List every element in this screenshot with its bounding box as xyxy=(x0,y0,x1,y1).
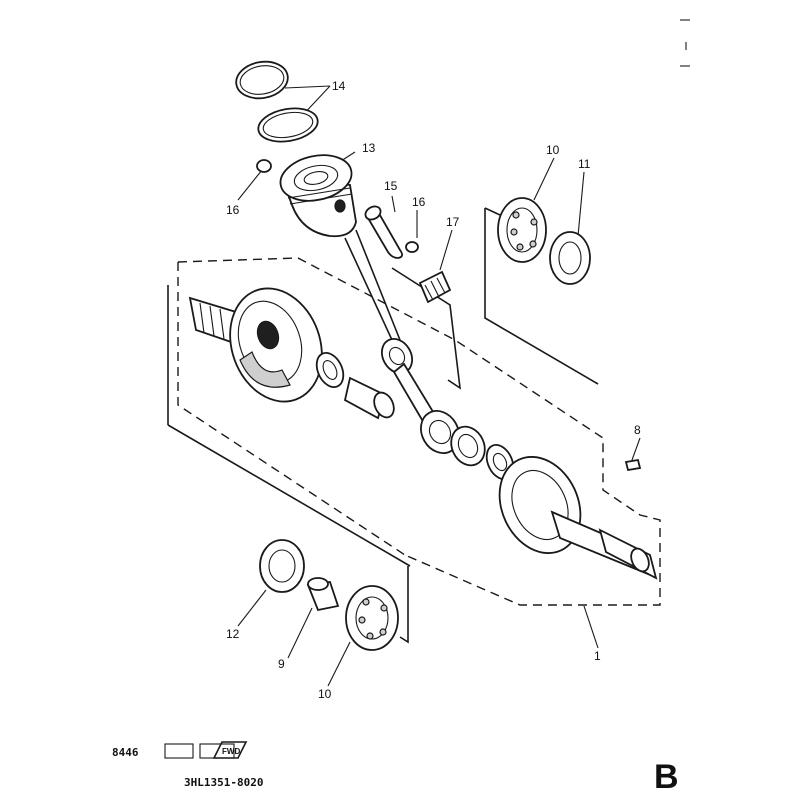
circlip-left xyxy=(256,159,272,173)
callout-13: 13 xyxy=(362,141,376,155)
callout-10-right: 10 xyxy=(546,143,560,157)
oil-seal-left xyxy=(259,539,305,593)
callout-16-right: 16 xyxy=(412,195,426,209)
stamp-text: 8446 xyxy=(112,746,139,759)
callout-8: 8 xyxy=(634,423,641,437)
bearing-right xyxy=(497,197,547,263)
callout-10-left: 10 xyxy=(318,687,332,701)
crank-pin xyxy=(343,376,395,420)
margin-marks xyxy=(680,19,690,67)
callout-15: 15 xyxy=(384,179,398,193)
callout-1: 1 xyxy=(594,649,601,663)
crankshaft-left-half xyxy=(188,287,323,403)
oil-seal-right xyxy=(549,231,591,285)
piston-pin xyxy=(364,205,403,259)
page-letter: B xyxy=(654,758,679,796)
callout-9: 9 xyxy=(278,657,285,671)
assembly-outline-crankshaft xyxy=(167,257,661,606)
connecting-rod xyxy=(381,338,460,454)
fwd-arrow-icon: FWD xyxy=(212,741,248,759)
callout-16-left: 16 xyxy=(226,203,240,217)
part-code: 3HL1351-8020 xyxy=(184,776,263,789)
fwd-label: FWD xyxy=(222,747,240,756)
piston-ring-upper xyxy=(235,60,289,100)
spacer-collar xyxy=(306,577,340,612)
bearing-left xyxy=(345,585,399,651)
piston-ring-lower xyxy=(257,107,319,143)
footer-stamp: 8446 xyxy=(112,743,235,759)
piston xyxy=(279,154,357,238)
woodruff-key xyxy=(624,458,642,472)
assembly-outline-bearing-left xyxy=(399,566,409,644)
circlip-right xyxy=(405,241,419,253)
callout-labels: 14 13 16 15 16 17 10 11 8 1 12 9 10 xyxy=(226,79,641,701)
callout-14: 14 xyxy=(332,79,346,93)
thrust-washer-left xyxy=(315,352,345,388)
assembly-outline-bearing-right xyxy=(484,207,599,385)
crankshaft-right-half xyxy=(498,456,658,580)
callout-11: 11 xyxy=(578,157,591,171)
callout-12: 12 xyxy=(226,627,240,641)
callout-17: 17 xyxy=(446,215,460,229)
needle-bearing-big-end xyxy=(450,425,486,467)
needle-bearing-small-end xyxy=(418,270,452,304)
